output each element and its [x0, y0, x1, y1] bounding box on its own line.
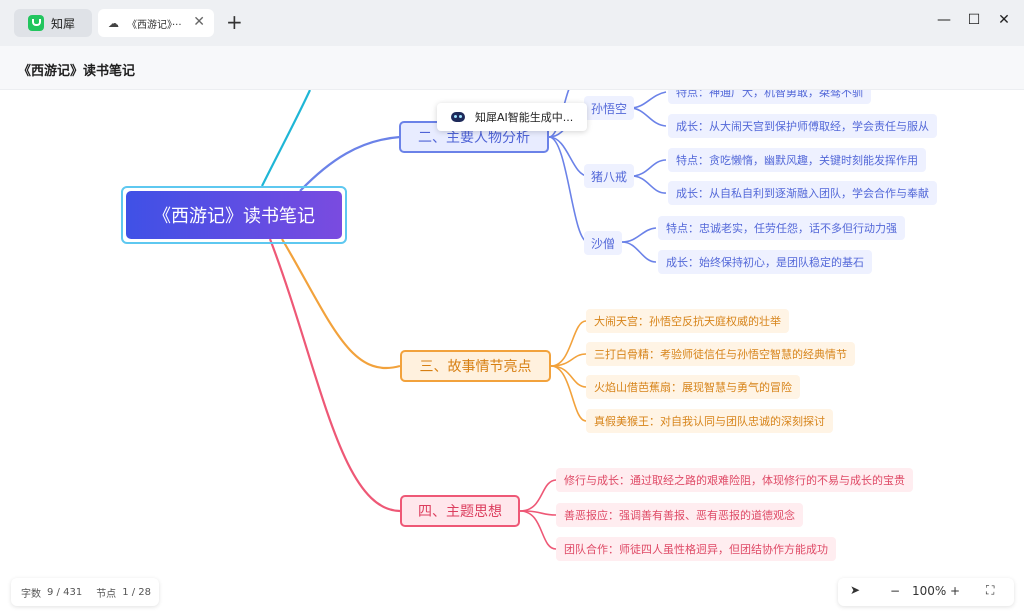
minimize-button[interactable]: —: [937, 12, 951, 28]
root-selection-frame: [121, 186, 347, 244]
app-name: 知犀: [51, 16, 76, 31]
shaseng-trait[interactable]: 特点：忠诚老实，任劳任怨，话不多但行动力强: [658, 216, 905, 240]
title-bar: 知犀 ☁ 《西游记》··· ✕ + — ☐ ✕: [0, 0, 1024, 46]
close-tab-icon[interactable]: ✕: [193, 14, 205, 30]
plot-item[interactable]: 三打白骨精：考验师徒信任与孙悟空智慧的经典情节: [586, 342, 855, 366]
zoom-toolbar: ➤ − 100% + ⛶: [838, 578, 1014, 606]
sunwukong-trait[interactable]: 特点：神通广大，机智勇敢，桀骜不驯: [668, 90, 871, 104]
fullscreen-icon[interactable]: ⛶: [986, 583, 995, 597]
plot-item[interactable]: 火焰山借芭蕉扇：展现智慧与勇气的冒险: [586, 375, 800, 399]
document-tab-title: 《西游记》···: [127, 19, 182, 31]
zhubajie-trait[interactable]: 特点：贪吃懒惰，幽默风趣，关键时刻能发挥作用: [668, 148, 926, 172]
theme-item[interactable]: 善恶报应：强调善有善报、恶有恶报的道德观念: [556, 503, 803, 527]
ai-generating-text: 知犀AI智能生成中...: [475, 111, 574, 124]
document-title[interactable]: 《西游记》读书笔记: [18, 64, 136, 79]
cloud-icon: ☁: [108, 16, 119, 30]
app-home-tab[interactable]: 知犀: [14, 9, 92, 37]
zoom-out-button[interactable]: −: [890, 584, 901, 598]
ai-robot-icon: [451, 112, 465, 122]
app-logo-icon: [28, 15, 44, 31]
theme-item[interactable]: 团队合作：师徒四人虽性格迥异，但团结协作方能成功: [556, 537, 836, 561]
zhubajie-growth[interactable]: 成长：从自私自利到逐渐融入团队，学会合作与奉献: [668, 181, 937, 205]
sunwukong-growth[interactable]: 成长：从大闹天宫到保护师傅取经，学会责任与服从: [668, 114, 937, 138]
theme-item[interactable]: 修行与成长：通过取经之路的艰难险阻，体现修行的不易与成长的宝贵: [556, 468, 913, 492]
zoom-in-button[interactable]: +: [950, 584, 961, 598]
character-sunwukong[interactable]: 孙悟空: [584, 96, 635, 120]
navigate-icon[interactable]: ➤: [850, 583, 861, 597]
node-count-label: 节点: [96, 588, 117, 600]
branch-plot-highlights[interactable]: 三、故事情节亮点: [400, 350, 551, 382]
word-count-value: 9 / 431: [47, 586, 83, 598]
zoom-level: 100%: [912, 584, 947, 598]
character-zhubajie[interactable]: 猪八戒: [584, 164, 635, 188]
document-header: 《西游记》读书笔记: [0, 46, 1024, 90]
word-count-label: 字数: [21, 588, 41, 600]
add-tab-button[interactable]: +: [226, 10, 243, 34]
word-count-status: 字数 9 / 431 节点 1 / 28: [11, 578, 159, 606]
root-node[interactable]: 《西游记》读书笔记: [126, 191, 342, 239]
branch-themes[interactable]: 四、主题思想: [400, 495, 520, 527]
shaseng-growth[interactable]: 成长：始终保持初心，是团队稳定的基石: [658, 250, 872, 274]
maximize-button[interactable]: ☐: [967, 12, 981, 28]
ai-generating-popup: 知犀AI智能生成中...: [437, 103, 587, 131]
plot-item[interactable]: 真假美猴王：对自我认同与团队忠诚的深刻探讨: [586, 409, 833, 433]
node-count-value: 1 / 28: [122, 586, 152, 598]
mindmap-canvas[interactable]: 《西游记》读书笔记 二、主要人物分析 孙悟空 特点：神通广大，机智勇敢，桀骜不驯…: [0, 90, 1024, 615]
character-shaseng[interactable]: 沙僧: [584, 231, 623, 255]
document-tab[interactable]: ☁ 《西游记》··· ✕: [98, 9, 214, 37]
plot-item[interactable]: 大闹天宫：孙悟空反抗天庭权威的壮举: [586, 309, 789, 333]
close-window-button[interactable]: ✕: [998, 12, 1010, 28]
